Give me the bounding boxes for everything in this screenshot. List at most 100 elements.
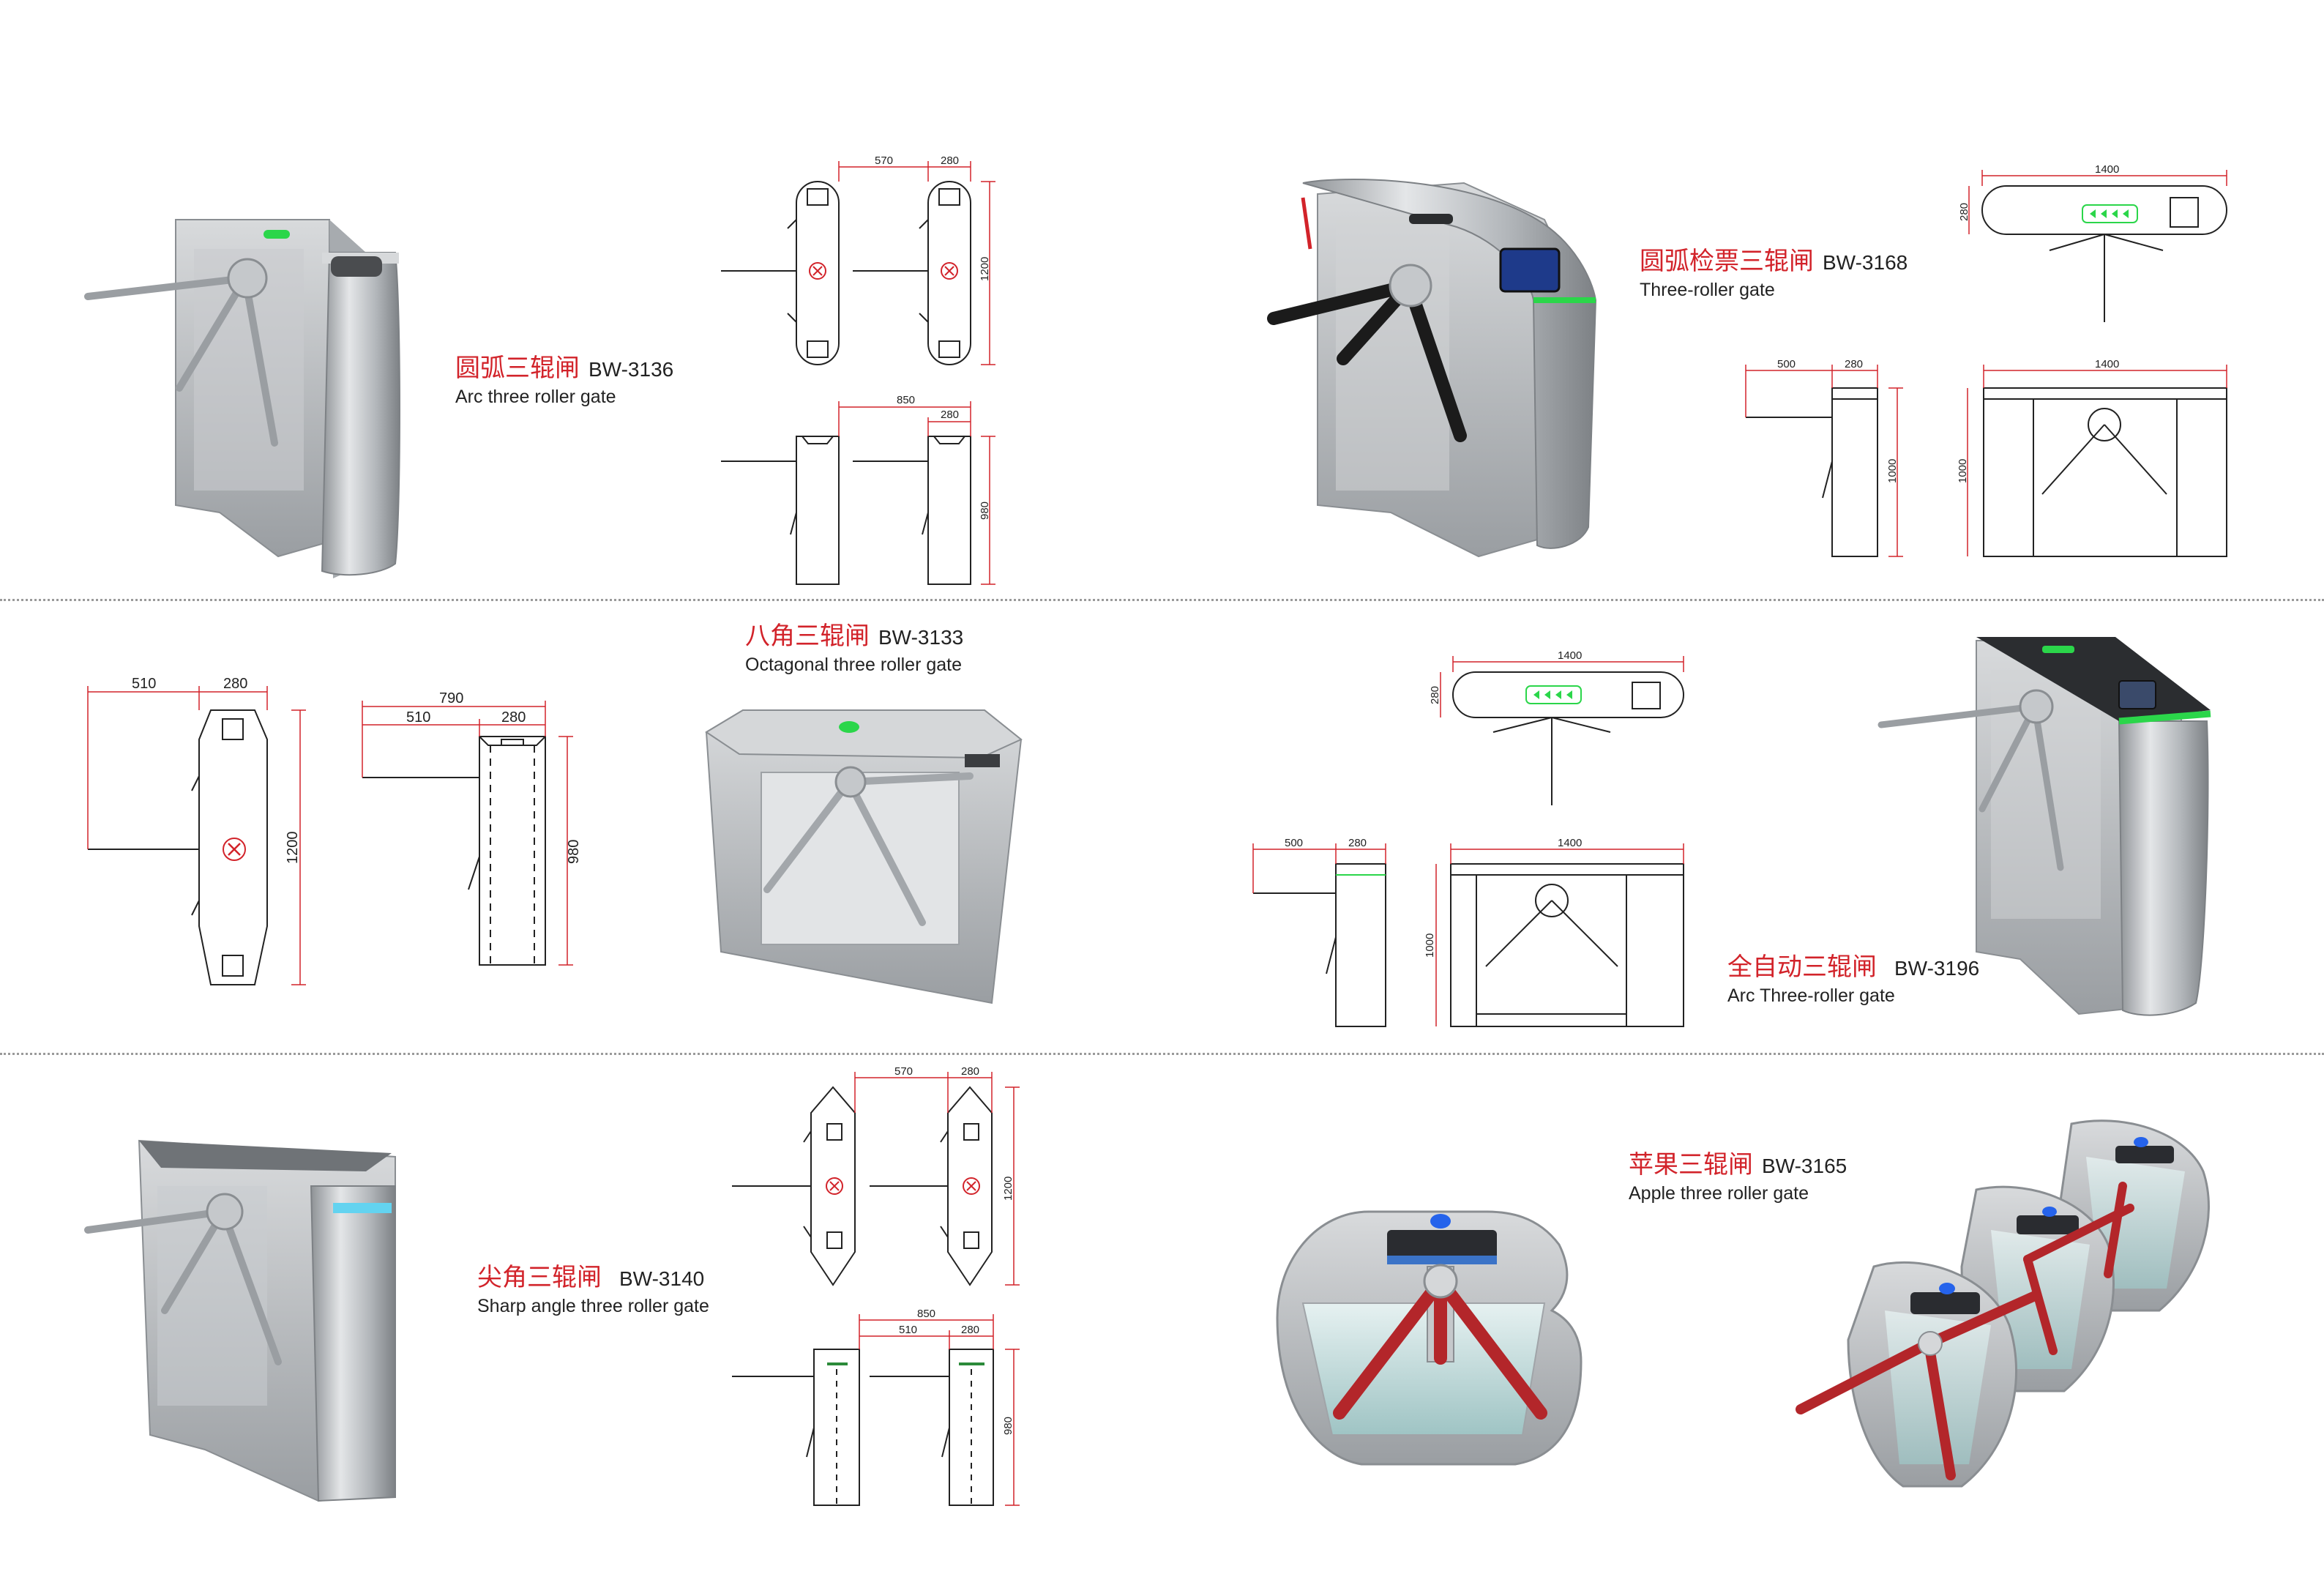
- dimension-lines: [1252, 843, 1386, 893]
- dim-label: 280: [1429, 686, 1441, 704]
- dimension-lines: [854, 1072, 1020, 1286]
- drawing-front-bw3140: [732, 1349, 994, 1506]
- row-separator-1: [0, 599, 2324, 601]
- dimension-lines: [1967, 365, 2227, 556]
- status-led-icon: [1409, 214, 1453, 224]
- drawing-front-bw3133: [362, 736, 546, 966]
- product-en-name: Three-roller gate: [1640, 280, 1775, 300]
- dim-label: 570: [894, 1065, 913, 1078]
- card-reader-icon: [331, 256, 382, 277]
- product-cn-name: 圆弧三辊闸: [455, 354, 580, 383]
- status-led-icon: [264, 230, 290, 239]
- dimension-lines: [362, 701, 573, 966]
- dim-label: 280: [1845, 358, 1863, 370]
- dim-label: 980: [566, 840, 582, 864]
- status-led-icon: [2042, 646, 2074, 653]
- dimension-lines: [859, 1314, 1020, 1506]
- dim-label: 980: [1002, 1417, 1015, 1435]
- dim-label: 1400: [1558, 649, 1582, 662]
- screen-icon: [1499, 247, 1561, 293]
- dimension-lines: [1968, 170, 2227, 234]
- status-led-icon: [839, 721, 859, 733]
- status-led-icon: [1430, 1214, 1451, 1229]
- gate-photo-bw3140: [84, 1139, 396, 1502]
- dim-label: 510: [132, 676, 156, 692]
- product-cn-name: 全自动三辊闸: [1727, 952, 1877, 982]
- product-code: BW-3196: [1894, 957, 1980, 980]
- dimension-lines: [838, 401, 995, 585]
- drawing-top-bw3133: [88, 709, 268, 985]
- dim-label: 280: [223, 676, 247, 692]
- product-en-name: Apple three roller gate: [1629, 1183, 1809, 1204]
- drawing-top-bw3168: [1981, 185, 2227, 322]
- product-code: BW-3140: [619, 1267, 705, 1290]
- drawing-side-bw3196: [1253, 863, 1386, 1027]
- dim-label: 1400: [2095, 358, 2119, 370]
- screen-icon: [2118, 680, 2156, 709]
- drawing-front-bw3168: [1983, 387, 2227, 557]
- dim-label: 1200: [1002, 1177, 1015, 1201]
- drawing-side-bw3168: [1746, 387, 1878, 557]
- no-entry-icon: [826, 1177, 843, 1195]
- gate-photo-bw3168: [1267, 179, 1597, 558]
- gate-photo-bw3136: [84, 219, 400, 578]
- dim-label: 1000: [1424, 933, 1436, 958]
- dimension-lines: [1745, 365, 1903, 557]
- dim-label: 850: [917, 1308, 935, 1320]
- product-cn-name: 尖角三辊闸: [477, 1263, 602, 1292]
- product-title-bw3140: 尖角三辊闸 BW-3140 Sharp angle three roller ga…: [477, 1265, 709, 1316]
- drawing-front-bw3196: [1450, 863, 1684, 1027]
- product-code: BW-3133: [878, 626, 964, 649]
- product-title-bw3168: 圆弧检票三辊闸 BW-3168 Three-roller gate: [1640, 249, 1908, 299]
- dim-label: 500: [1285, 837, 1303, 849]
- dim-label: 500: [1777, 358, 1796, 370]
- card-reader-icon: [965, 754, 1000, 767]
- product-title-bw3196: 全自动三辊闸 BW-3196 Arc Three-roller gate: [1727, 955, 1979, 1005]
- drawing-top-bw3140: [732, 1086, 993, 1286]
- dim-label: 1200: [285, 832, 301, 865]
- product-code: BW-3168: [1823, 251, 1908, 274]
- dim-label: 1200: [979, 257, 991, 281]
- dimension-lines: [1435, 843, 1684, 1026]
- dim-label: 1000: [1886, 459, 1899, 483]
- gate-photo-bw3165-row: [1796, 1119, 2210, 1488]
- gate-photo-bw3133: [705, 709, 1023, 1004]
- product-cn-name: 八角三辊闸: [745, 622, 870, 651]
- dim-label: 570: [875, 154, 893, 167]
- drawing-top-bw3136: [721, 181, 971, 365]
- card-reader-icon: [1387, 1230, 1497, 1264]
- gate-photo-bw3196: [1877, 637, 2211, 1016]
- dim-label: 1400: [1558, 837, 1582, 849]
- product-code: BW-3136: [589, 358, 674, 381]
- dim-label: 850: [897, 394, 915, 406]
- dim-label: 980: [979, 502, 991, 520]
- dim-label: 1400: [2095, 163, 2119, 176]
- product-cn-name: 圆弧检票三辊闸: [1640, 247, 1814, 276]
- row-separator-2: [0, 1053, 2324, 1055]
- no-entry-icon: [223, 838, 246, 861]
- product-code: BW-3165: [1762, 1155, 1847, 1177]
- dimension-lines: [87, 686, 306, 985]
- dim-label: 280: [961, 1324, 979, 1336]
- dim-label: 790: [439, 690, 463, 707]
- dimension-lines: [1440, 656, 1684, 717]
- dim-label: 280: [501, 709, 526, 726]
- dim-label: 280: [1958, 203, 1970, 221]
- drawing-top-bw3196: [1452, 671, 1684, 805]
- no-entry-icon: [809, 262, 826, 280]
- dim-label: 280: [961, 1065, 979, 1078]
- product-en-name: Arc Three-roller gate: [1727, 985, 1895, 1006]
- dimension-lines: [838, 161, 995, 365]
- arrow-indicator-icon: [2082, 204, 2138, 223]
- product-title-bw3133: 八角三辊闸 BW-3133 Octagonal three roller gate: [745, 624, 963, 674]
- drawing-front-bw3136: [721, 436, 971, 585]
- product-en-name: Octagonal three roller gate: [745, 655, 963, 675]
- dim-label: 280: [941, 154, 959, 167]
- no-entry-icon: [941, 262, 958, 280]
- product-en-name: Sharp angle three roller gate: [477, 1296, 709, 1316]
- dim-label: 510: [406, 709, 430, 726]
- dim-label: 510: [899, 1324, 917, 1336]
- no-entry-icon: [963, 1177, 980, 1195]
